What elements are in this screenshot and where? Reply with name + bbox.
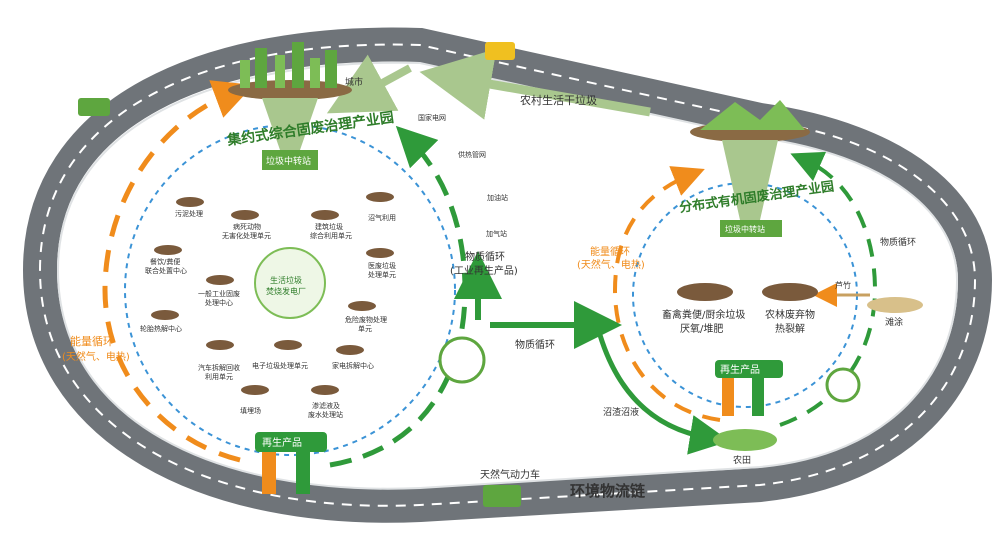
right-transfer-bar <box>720 220 782 237</box>
left-energy-cycle-1: 能量循环 <box>70 334 114 348</box>
right-unit2-1: 农林废弃物 <box>765 308 815 321</box>
unit-ewaste: 电子垃圾处理单元 <box>252 361 308 370</box>
left-nodes <box>151 192 394 395</box>
unit-construction-1: 建筑垃圾 <box>315 222 343 231</box>
right-unit1-1: 畜禽粪便/厨余垃圾 <box>662 308 745 321</box>
heat-label: 供热管网 <box>458 150 486 159</box>
incinerator-line2: 焚烧发电厂 <box>266 286 306 296</box>
unit-car-2: 利用单元 <box>205 372 233 381</box>
unit-medical-2: 处理单元 <box>368 270 396 279</box>
unit-construction-2: 综合利用单元 <box>310 231 352 240</box>
trucks <box>78 42 861 507</box>
left-material-bar <box>296 452 310 494</box>
right-unit1-node <box>677 283 733 301</box>
unit-catering-1: 餐饮/粪便 <box>150 257 180 266</box>
left-transfer-label: 垃圾中转站 <box>266 155 311 167</box>
beach-label: 滩涂 <box>885 316 903 328</box>
farm-label: 农田 <box>733 454 751 466</box>
unit-landfill: 填埋场 <box>240 406 261 415</box>
unit-industrial-2: 处理中心 <box>205 298 233 307</box>
city-funnel <box>262 98 318 150</box>
biogas-label: 沼渣沼液 <box>603 406 639 418</box>
incinerator-plant <box>254 247 326 319</box>
city-label: 城市 <box>345 76 363 88</box>
fuel-label: 加油站 <box>487 193 508 202</box>
unit-medical-1: 医废垃圾 <box>368 261 396 270</box>
unit-leachate-1: 渗滤液及 <box>312 401 340 410</box>
unit-biogas: 沼气利用 <box>368 213 396 222</box>
left-material-ring <box>329 125 468 468</box>
right-unit2-2: 热裂解 <box>775 322 805 335</box>
left-energy-bar <box>262 452 276 494</box>
right-material-cycle: 物质循环 <box>880 236 916 248</box>
unit-leachate-2: 废水处理站 <box>308 410 343 419</box>
right-products-box <box>715 360 783 378</box>
unit-appliance: 家电拆解中心 <box>332 361 374 370</box>
right-funnel <box>722 140 778 220</box>
gas-label: 加气站 <box>486 229 507 238</box>
unit-animal-1: 病死动物 <box>233 222 261 231</box>
farm <box>713 429 777 451</box>
middle-material-2: (工业再生产品) <box>450 264 518 277</box>
left-products-label: 再生产品 <box>262 436 302 449</box>
unit-tire: 轮胎热解中心 <box>140 324 182 333</box>
grid-label: 国家电网 <box>418 113 446 122</box>
unit-sludge: 污泥处理 <box>175 209 203 218</box>
truck-label: 天然气动力车 <box>480 468 540 481</box>
right-mountains <box>700 100 805 130</box>
reed-label: 芦竹 <box>835 280 851 290</box>
left-energy-cycle-2: (天然气、电热) <box>62 350 130 363</box>
unit-industrial-1: 一般工业固废 <box>198 289 240 298</box>
left-energy-ring <box>102 80 254 463</box>
rural-waste-arrow <box>419 48 651 120</box>
unit-catering-2: 联合处置中心 <box>145 266 187 275</box>
unit-car-1: 汽车拆解回收 <box>198 363 240 372</box>
middle-material-1: 物质循环 <box>465 250 505 263</box>
material-flow-label: 物质循环 <box>515 338 555 351</box>
unit-hazard-2: 单元 <box>358 324 372 333</box>
rural-waste-label: 农村生活干垃圾 <box>520 93 597 107</box>
right-material-bar <box>752 378 764 416</box>
beach <box>867 297 923 313</box>
right-transfer-label: 垃圾中转站 <box>725 224 765 234</box>
farm-arrow <box>597 334 730 455</box>
right-unit1-2: 厌氧/堆肥 <box>680 322 723 335</box>
right-unit2-node <box>762 283 818 301</box>
city-waste-arrow <box>326 54 412 114</box>
right-products-label: 再生产品 <box>720 363 760 376</box>
road-label: 环境物流链 <box>570 482 646 500</box>
left-products-box <box>255 432 327 452</box>
right-material-ring <box>779 151 878 427</box>
unit-animal-2: 无害化处理单元 <box>222 231 271 240</box>
left-transfer-bar <box>262 150 318 170</box>
right-energy-bar <box>722 378 734 416</box>
unit-hazard-1: 危险废物处理 <box>345 315 387 324</box>
road-lines <box>38 43 977 507</box>
right-energy-cycle-2: (天然气、电热) <box>577 258 645 271</box>
right-energy-cycle-1: 能量循环 <box>590 245 630 258</box>
city-trees <box>240 42 337 88</box>
right-energy-ring <box>612 166 721 422</box>
incinerator-line1: 生活垃圾 <box>270 275 302 285</box>
